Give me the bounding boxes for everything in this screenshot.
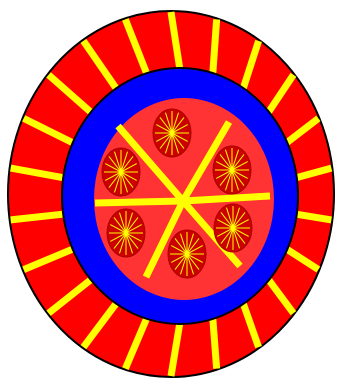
- topping: [168, 230, 206, 278]
- topping: [153, 109, 191, 157]
- topping: [107, 209, 145, 257]
- slice-cut: [95, 201, 183, 203]
- slice-cut: [183, 196, 270, 201]
- ring-spoke: [213, 19, 217, 75]
- topping: [214, 204, 252, 252]
- topping: [213, 146, 251, 194]
- topping: [102, 148, 140, 196]
- ring-spoke: [213, 317, 217, 369]
